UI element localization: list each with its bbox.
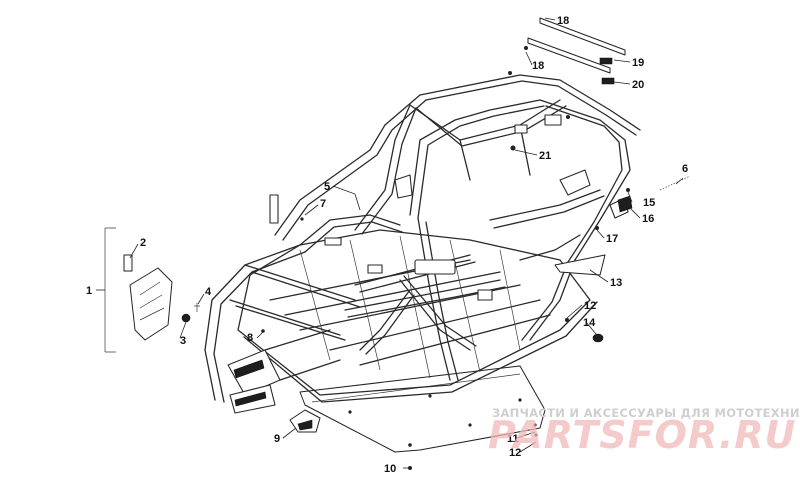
callout-17: 17: [606, 233, 618, 245]
skid-plate: [299, 365, 546, 453]
bolt-fastener: [181, 303, 200, 323]
callout-21: 21: [539, 150, 551, 162]
callout-6: 6: [682, 163, 688, 175]
callout-11: 11: [507, 433, 519, 445]
callout-12-bottom: 12: [509, 447, 521, 459]
callout-14: 14: [583, 317, 596, 329]
callout-18-top: 18: [557, 15, 569, 27]
side-panel-13: [554, 254, 606, 276]
callout-10: 10: [384, 463, 396, 475]
front-panel-part: [104, 227, 173, 353]
callout-19: 19: [632, 57, 644, 69]
grommet-14: [592, 333, 604, 343]
callout-18-mid: 18: [532, 60, 544, 72]
callout-labels: 1 2 3 4 5 6 7 8 9 10 11 12 12 13 14 15 1…: [86, 15, 688, 475]
bracket-part-9: [289, 409, 321, 433]
roof-rail-parts: [508, 17, 626, 85]
callout-20: 20: [632, 79, 644, 91]
spring-part: [659, 175, 691, 191]
main-frame: [204, 74, 641, 414]
callout-16: 16: [642, 213, 654, 225]
callout-9: 9: [274, 433, 280, 445]
watermark: ЗАПЧАСТИ И АКСЕССУАРЫ ДЛЯ МОТОТЕХНИКИ PA…: [488, 406, 800, 457]
callout-13: 13: [610, 277, 622, 289]
callout-2: 2: [140, 237, 146, 249]
watermark-text: ЗАПЧАСТИ И АКСЕССУАРЫ ДЛЯ МОТОТЕХНИКИ: [492, 406, 800, 420]
hardware-bits: [261, 115, 633, 470]
watermark-logo: PARTSFOR.RU: [488, 413, 796, 457]
callout-4: 4: [205, 286, 212, 298]
callout-7: 7: [320, 198, 326, 210]
callout-1: 1: [86, 285, 92, 297]
callout-5: 5: [324, 181, 330, 193]
leader-lines: [96, 17, 684, 469]
callout-12-right: 12: [584, 300, 596, 312]
callout-8: 8: [247, 332, 253, 344]
callout-3: 3: [180, 335, 186, 347]
callout-15: 15: [643, 197, 655, 209]
